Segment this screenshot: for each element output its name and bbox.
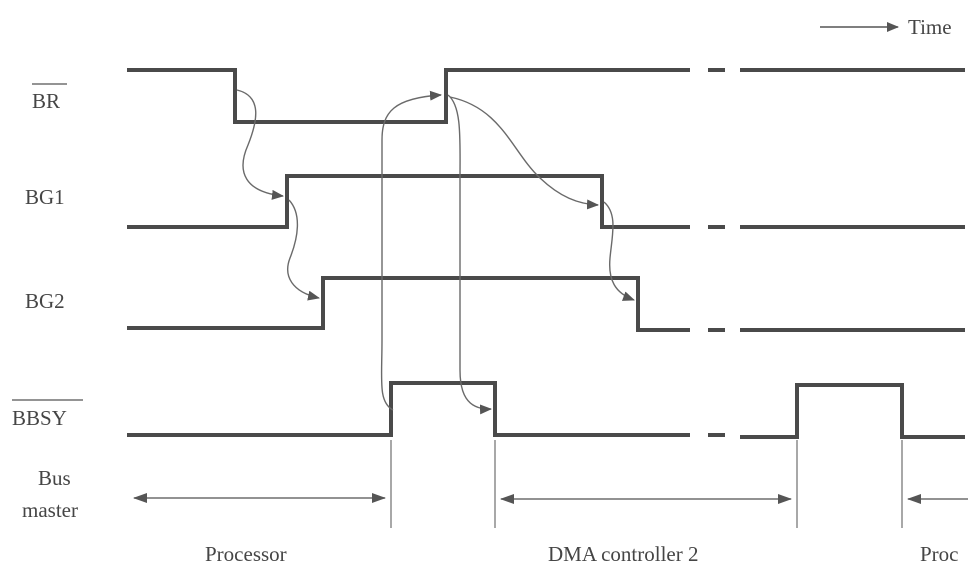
time-arrow: Time (820, 15, 952, 39)
bg2-waveform (127, 276, 690, 332)
signal-label-bbsy: BBSY (12, 399, 83, 430)
arrow-br-to-bbsy (447, 94, 492, 415)
bus-master-segment-labels: Processor DMA controller 2 Proc (205, 542, 959, 566)
arrow-br-to-bg1-fall (449, 96, 599, 210)
waveforms (127, 68, 965, 439)
bus-master-label-line2: master (22, 498, 78, 522)
arrow-bg1-to-bg2-fall (603, 201, 635, 301)
signal-label-br: BR (32, 83, 67, 113)
segment-label-processor: Processor (205, 542, 287, 566)
causal-arrows (236, 89, 635, 415)
signal-labels: BR BG1 BG2 BBSY Bus master (12, 83, 83, 522)
time-label: Time (908, 15, 952, 39)
bbsy-waveform (127, 381, 690, 437)
br-label: BR (32, 89, 60, 113)
bg1-waveform (127, 174, 690, 229)
bus-master-spans (133, 493, 968, 504)
bbsy-waveform-tail (740, 383, 965, 439)
bg1-label: BG1 (25, 185, 65, 209)
bus-master-label-line1: Bus (38, 466, 71, 490)
arrow-bbsy-to-br (380, 90, 442, 411)
bg2-label: BG2 (25, 289, 65, 313)
bbsy-label: BBSY (12, 406, 67, 430)
arrow-bg1-to-bg2 (287, 199, 320, 301)
segment-label-dma-controller: DMA controller 2 (548, 542, 698, 566)
arrow-br-to-bg1 (236, 89, 284, 200)
br-waveform (127, 68, 690, 124)
boundary-lines (390, 440, 903, 528)
segment-label-processor-2: Proc (920, 542, 959, 566)
